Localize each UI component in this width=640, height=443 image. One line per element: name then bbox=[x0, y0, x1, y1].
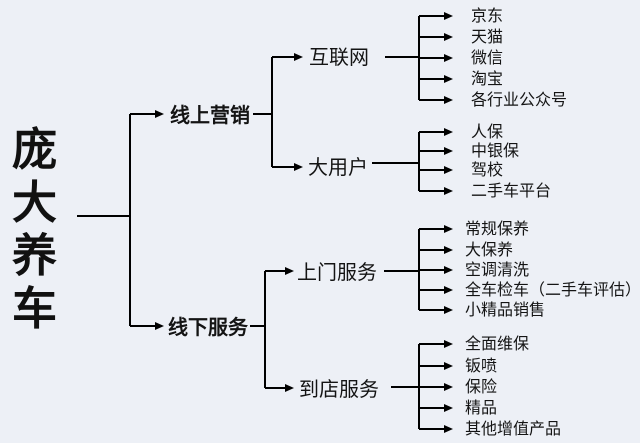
leaf-full-vehicle-inspection: 全车检车（二手车评估） bbox=[465, 280, 640, 300]
node-in-store-service: 到店服务 bbox=[299, 377, 379, 401]
leaf-driving-school: 驾校 bbox=[471, 160, 504, 180]
leaf-insurance: 保险 bbox=[465, 377, 498, 397]
in-store-leaf-connectors bbox=[391, 340, 453, 433]
leaf-comprehensive-maintenance: 全面维保 bbox=[465, 334, 530, 354]
leaf-sheet-metal-paint: 钣喷 bbox=[465, 356, 498, 376]
node-major-clients: 大用户 bbox=[308, 155, 368, 179]
offline-branch-connectors bbox=[250, 267, 294, 392]
branch-offline-services: 线下服务 bbox=[168, 315, 248, 339]
leaf-ac-cleaning: 空调清洗 bbox=[465, 260, 530, 280]
leaf-bank-of-china-insurance: 中银保 bbox=[471, 141, 520, 161]
online-branch-connectors bbox=[253, 53, 303, 171]
leaf-regular-maintenance: 常规保养 bbox=[465, 219, 530, 239]
branch-online-marketing: 线上营销 bbox=[170, 103, 250, 127]
major-clients-leaf-connectors bbox=[372, 128, 453, 195]
node-internet: 互联网 bbox=[309, 45, 369, 69]
leaf-major-maintenance: 大保养 bbox=[465, 240, 514, 260]
door-to-door-leaf-connectors bbox=[384, 225, 453, 314]
leaf-wechat: 微信 bbox=[471, 48, 504, 68]
leaf-picc: 人保 bbox=[471, 122, 504, 142]
leaf-taobao: 淘宝 bbox=[471, 69, 504, 89]
node-door-to-door-service: 上门服务 bbox=[297, 260, 377, 284]
leaf-used-car-platform: 二手车平台 bbox=[471, 181, 552, 201]
leaf-industry-official-accounts: 各行业公众号 bbox=[471, 90, 568, 110]
leaf-small-boutique-sales: 小精品销售 bbox=[465, 300, 546, 320]
leaf-boutique: 精品 bbox=[465, 398, 498, 418]
root-node: 庞大养车 bbox=[12, 123, 58, 335]
internet-leaf-connectors bbox=[385, 12, 453, 104]
leaf-other-value-added-products: 其他增值产品 bbox=[465, 419, 562, 439]
leaf-tmall: 天猫 bbox=[471, 27, 504, 47]
leaf-jd: 京东 bbox=[471, 6, 504, 26]
trunk-connectors bbox=[77, 110, 164, 330]
